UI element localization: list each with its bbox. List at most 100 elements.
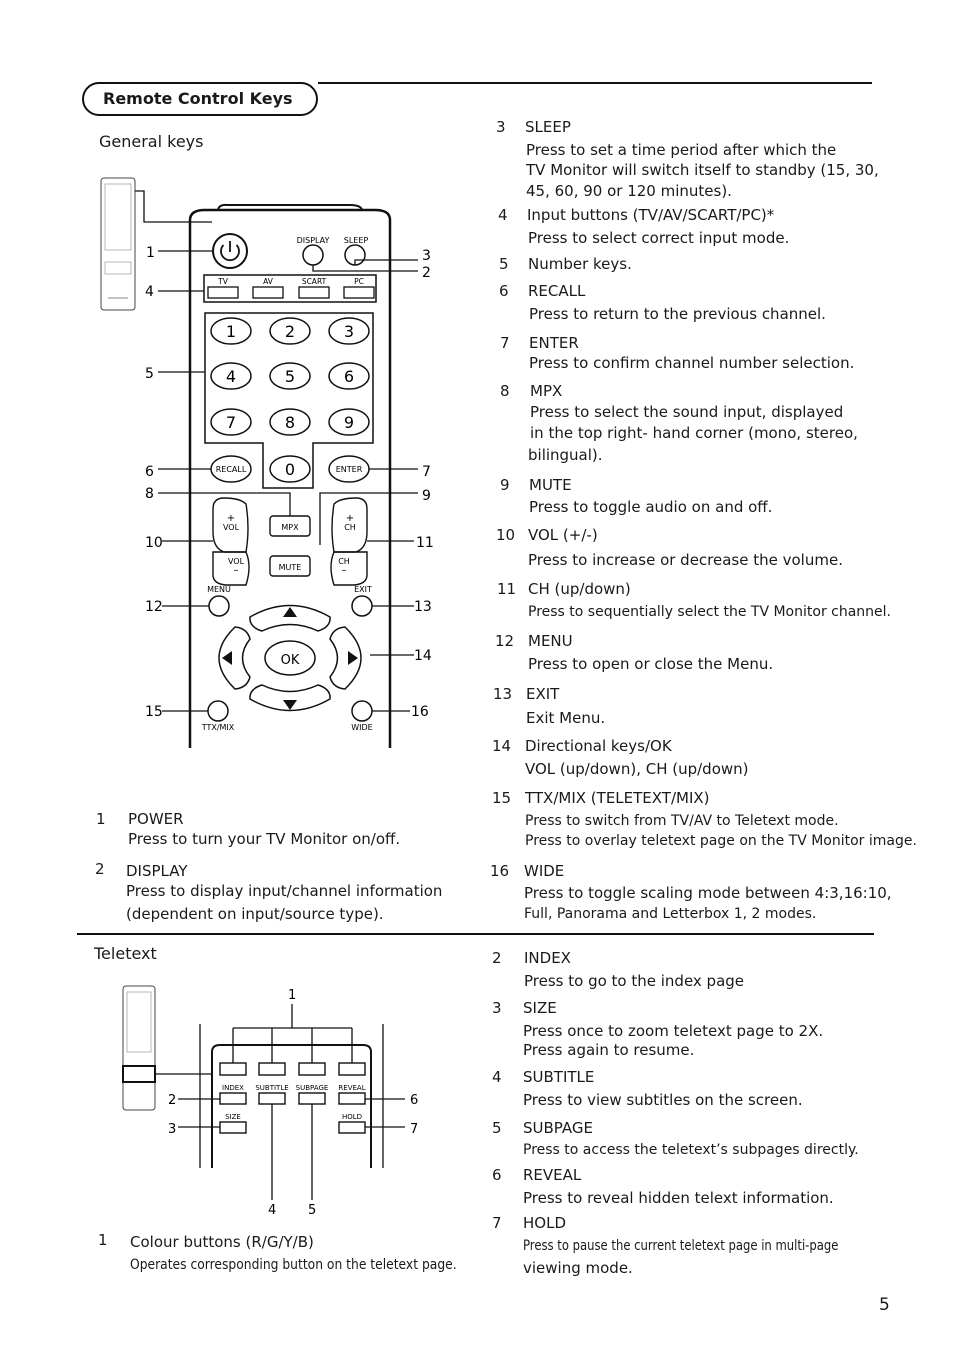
- callout-8: 8: [145, 486, 154, 502]
- page-number: 5: [879, 1295, 890, 1315]
- top-rule: [318, 82, 872, 84]
- item-desc: bilingual).: [528, 446, 603, 464]
- item-desc: Press to select correct input mode.: [528, 229, 790, 247]
- subpage-button: [298, 1092, 326, 1105]
- size-button: [219, 1121, 247, 1134]
- tv-label: TV: [217, 277, 229, 286]
- item-title: VOL (+/-): [528, 526, 598, 544]
- reveal-label: REVEAL: [338, 1084, 365, 1092]
- item-number: 12: [495, 632, 515, 650]
- item-number: 2: [95, 860, 105, 878]
- up-key: [249, 604, 331, 632]
- item-title: WIDE: [524, 862, 565, 880]
- vol-minus: –: [234, 565, 239, 576]
- item-desc: Operates corresponding button on the tel…: [130, 1257, 457, 1273]
- subtitle-label: SUBTITLE: [255, 1084, 288, 1092]
- item-desc: Press to display input/channel informati…: [126, 882, 443, 900]
- item-desc: TV Monitor will switch itself to standby…: [526, 161, 879, 179]
- remote-diagram: DISPLAY SLEEP TV AV SCART PC 1 2 3 4 5 6…: [100, 177, 434, 748]
- menu-label: MENU: [207, 585, 231, 594]
- item-title: DISPLAY: [126, 862, 188, 880]
- reveal-button: [338, 1092, 366, 1105]
- item-title: INDEX: [524, 949, 571, 967]
- item-desc: Press to open or close the Menu.: [528, 655, 774, 673]
- item-desc: Full, Panorama and Letterbox 1, 2 modes.: [524, 906, 817, 922]
- item-desc: Exit Menu.: [526, 709, 606, 727]
- item-number: 5: [499, 255, 509, 273]
- callout-3: 3: [422, 248, 431, 264]
- digit-8: 8: [285, 413, 295, 432]
- digit-4: 4: [226, 367, 236, 386]
- green-button: [258, 1062, 286, 1076]
- item-desc: Press to overlay teletext page on the TV…: [525, 833, 917, 849]
- callout-7: 7: [422, 464, 431, 480]
- item-number: 2: [492, 949, 502, 967]
- item-desc: (dependent on input/source type).: [126, 905, 384, 923]
- item-number: 8: [500, 382, 510, 400]
- wide-button: [351, 700, 373, 722]
- scart-button: [298, 286, 330, 299]
- item-number: 9: [500, 476, 510, 494]
- item-desc: 45, 60, 90 or 120 minutes).: [526, 182, 732, 200]
- ch-minus: –: [342, 565, 347, 576]
- ttx-button: [207, 700, 229, 722]
- item-desc: Press to set a time period after which t…: [526, 141, 837, 159]
- teletext-remote-thumbnail: [122, 985, 156, 1111]
- item-number: 5: [492, 1119, 502, 1137]
- item-title: MUTE: [529, 476, 572, 494]
- item-number: 4: [498, 206, 508, 224]
- item-desc: Press once to zoom teletext page to 2X.: [523, 1022, 824, 1040]
- callout-14: 14: [414, 648, 432, 664]
- item-number: 15: [492, 789, 512, 807]
- ttx-label: TTX/MIX: [201, 723, 235, 732]
- callout-16: 16: [411, 704, 429, 720]
- item-title: ENTER: [529, 334, 579, 352]
- right-key: [329, 626, 362, 690]
- exit-label: EXIT: [354, 585, 372, 594]
- section-divider: [77, 933, 874, 935]
- mute-label: MUTE: [279, 563, 302, 572]
- item-number: 10: [496, 526, 516, 544]
- item-title: CH (up/down): [528, 580, 631, 598]
- item-desc: Press to reveal hidden telext informatio…: [523, 1189, 834, 1207]
- enter-label: ENTER: [336, 465, 363, 474]
- item-number: 3: [496, 118, 506, 136]
- digit-1: 1: [226, 322, 236, 341]
- teletext-panel: [211, 1044, 372, 1168]
- scart-label: SCART: [302, 277, 327, 286]
- teletext-heading: Teletext: [94, 944, 157, 963]
- item-desc: Press to toggle audio on and off.: [529, 498, 773, 516]
- digit-3: 3: [344, 322, 354, 341]
- item-number: 13: [493, 685, 513, 703]
- callout-5: 5: [145, 366, 154, 382]
- item-desc: Press to return to the previous channel.: [529, 305, 826, 323]
- tt-callout-7: 7: [410, 1122, 418, 1137]
- digit-6: 6: [344, 367, 354, 386]
- tt-callout-3: 3: [168, 1122, 176, 1137]
- blue-button: [338, 1062, 366, 1076]
- callout-15: 15: [145, 704, 163, 720]
- item-desc: Press to pause the current teletext page…: [523, 1238, 839, 1254]
- item-title: Directional keys/OK: [525, 737, 672, 755]
- tt-callout-5: 5: [308, 1203, 316, 1218]
- hold-label: HOLD: [342, 1113, 362, 1121]
- item-title: HOLD: [523, 1214, 566, 1232]
- tt-callout-2: 2: [168, 1093, 176, 1108]
- callout-4: 4: [145, 284, 154, 300]
- teletext-diagram: INDEX SUBTITLE SUBPAGE REVEAL SIZE HOLD …: [122, 985, 418, 1218]
- tv-button: [207, 286, 239, 299]
- item-desc: Press to toggle scaling mode between 4:3…: [524, 884, 892, 902]
- callout-13: 13: [414, 599, 432, 615]
- item-desc: Press to select the sound input, display…: [530, 403, 844, 421]
- general-keys-heading: General keys: [99, 132, 204, 151]
- power-button: [212, 233, 248, 269]
- vol-label: VOL: [223, 523, 240, 532]
- item-desc: Press to switch from TV/AV to Teletext m…: [525, 813, 839, 829]
- item-number: 7: [492, 1214, 502, 1232]
- item-desc: viewing mode.: [523, 1259, 633, 1277]
- item-title: Input buttons (TV/AV/SCART/PC)*: [527, 206, 775, 224]
- remote-thumbnail: [100, 177, 136, 311]
- item-title: MENU: [528, 632, 573, 650]
- ch-label: CH: [344, 523, 356, 532]
- item-number: 7: [500, 334, 510, 352]
